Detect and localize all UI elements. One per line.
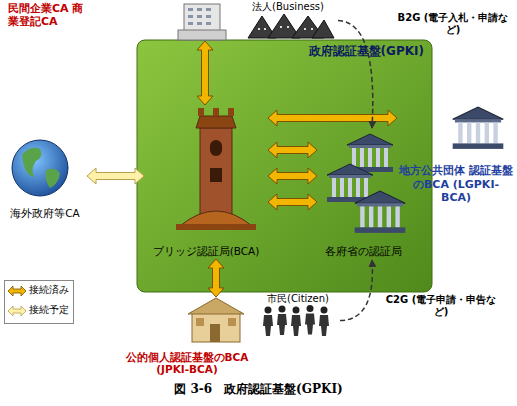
block-arrow xyxy=(268,194,317,210)
legend-label: 接続済み xyxy=(29,284,69,296)
figure-caption: 図 3-6 政府認証基盤(GPKI) xyxy=(0,382,517,396)
node-label: 公的個人認証基盤のBCA (JPKI-BCA) xyxy=(118,351,256,376)
bridge-tower xyxy=(176,108,256,230)
edge-label: B2G (電子入札・申請など) xyxy=(394,12,512,36)
foreign-ca: 海外政府等CA xyxy=(4,136,86,220)
jpki-bca: 公的個人認証基盤のBCA (JPKI-BCA) xyxy=(118,298,256,376)
dashed-arrow xyxy=(340,260,372,321)
block-arrow xyxy=(208,259,224,297)
globe xyxy=(12,140,68,196)
node-label: 法人(Business) xyxy=(252,1,324,13)
gpki-region: 政府認証基盤(GPKI) ブリッジ認証局(BCA) 各府省の認証局 xyxy=(137,40,432,292)
dashed-arrow xyxy=(338,21,373,129)
citizen-group: 市民(Citizen) xyxy=(258,293,338,339)
block-arrow xyxy=(268,168,317,184)
block-arrow xyxy=(87,168,144,184)
node-label: ブリッジ認証局(BCA) xyxy=(153,245,260,258)
business-buildings xyxy=(248,14,334,38)
legend-label: 接続予定 xyxy=(29,304,69,316)
legend-sample-planned xyxy=(7,305,27,317)
jpki-building xyxy=(188,298,244,342)
node-label: 政府認証基盤(GPKI) xyxy=(309,44,424,58)
legend-sample-connected xyxy=(7,285,27,297)
gpki-region xyxy=(137,40,432,292)
private-ca: 民間企業CA 商業登記CA xyxy=(8,2,230,40)
node-label: 各府省の認証局 xyxy=(325,245,402,258)
block-arrow xyxy=(197,41,213,105)
block-arrow xyxy=(268,110,397,126)
bridge-ca: ブリッジ認証局(BCA) xyxy=(145,106,267,258)
node-label: 地方公共団体 認証基盤のBCA (LGPKI-BCA) xyxy=(398,164,514,204)
legend-box: 接続済み 接続予定 xyxy=(4,280,74,324)
office-tower xyxy=(178,4,226,40)
lgpki-bca: 地方公共団体 認証基盤のBCA (LGPKI-BCA) xyxy=(398,104,514,204)
node-label: 民間企業CA 商業登記CA xyxy=(8,2,92,28)
citizens xyxy=(263,305,329,336)
business-group: 法人(Business) xyxy=(240,1,336,40)
node-label: 市民(Citizen) xyxy=(267,293,329,305)
block-arrow xyxy=(268,142,317,158)
edge-label: C2G (電子申請・申告など) xyxy=(382,294,500,318)
ministry-cas: 各府省の認証局 xyxy=(318,130,408,258)
node-label: 海外政府等CA xyxy=(10,207,80,220)
